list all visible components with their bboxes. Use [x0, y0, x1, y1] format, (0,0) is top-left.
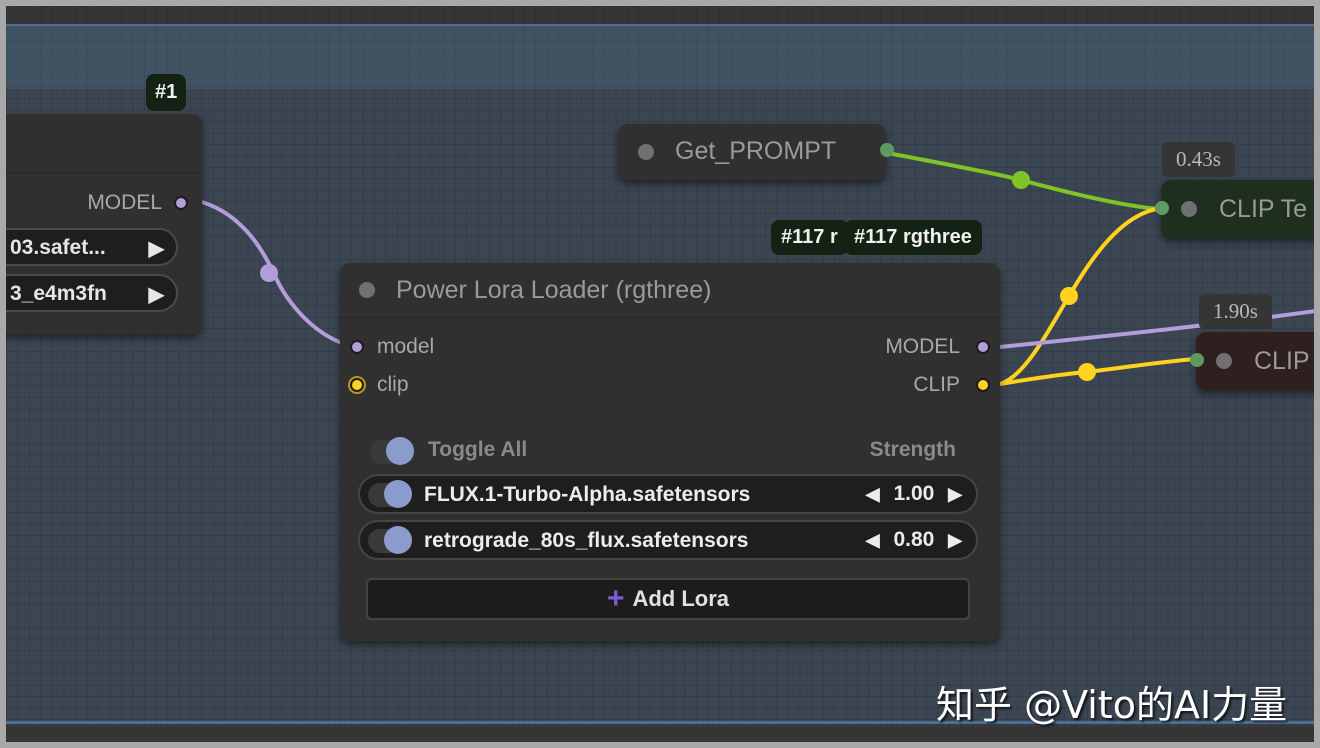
clip-text-encode-negative-node[interactable]: CLIP — [1190, 332, 1314, 390]
add-lora-label: Add Lora — [632, 586, 730, 611]
toggle-knob — [384, 480, 412, 508]
combo-next-arrow-icon[interactable]: ▶ — [148, 238, 164, 260]
lora-strength: ◀ 0.80 ▶ — [866, 528, 962, 552]
toggle-all-switch[interactable] — [370, 437, 414, 465]
toggle-all-label: Toggle All — [428, 438, 528, 461]
input-slot-clip[interactable] — [350, 378, 364, 392]
input-label-model: model — [377, 335, 435, 358]
execution-time-badge: 1.90s — [1199, 294, 1272, 329]
canvas-bottom-strip — [6, 727, 1314, 742]
node-id-badge-back: #117 r — [771, 220, 848, 255]
input-slot-model[interactable] — [350, 340, 364, 354]
toggle-knob — [384, 526, 412, 554]
node-title: Get_PROMPT — [675, 137, 837, 165]
output-slot-prompt[interactable] — [880, 143, 894, 157]
node-id-badge: #1 — [146, 74, 187, 111]
lora-row[interactable]: FLUX.1-Turbo-Alpha.safetensors ◀ 1.00 ▶ — [358, 474, 978, 514]
toggle-knob — [386, 437, 414, 465]
output-label-model: MODEL — [87, 191, 162, 214]
node-id-badge: #117 rgthree — [844, 220, 982, 255]
increase-strength-icon[interactable]: ▶ — [948, 530, 962, 550]
node-title-bar[interactable]: Power Lora Loader (rgthree) — [340, 263, 1000, 319]
model-name-combo[interactable]: 03.safet... ▶ — [6, 228, 178, 266]
watermark-text: 知乎 @Vito的AI力量 — [936, 683, 1288, 727]
lora-name[interactable]: retrograde_80s_flux.safetensors — [424, 529, 749, 552]
node-group-header[interactable] — [6, 26, 1314, 89]
weight-dtype-combo[interactable]: 3_e4m3fn ▶ — [6, 274, 178, 312]
add-lora-button[interactable]: + Add Lora — [366, 578, 970, 620]
lora-row[interactable]: retrograde_80s_flux.safetensors ◀ 0.80 ▶ — [358, 520, 978, 560]
node-title-bar[interactable] — [6, 114, 202, 174]
strength-value[interactable]: 1.00 — [893, 482, 935, 505]
output-slot-clip[interactable] — [976, 378, 990, 392]
node-collapse-dot[interactable] — [638, 144, 654, 160]
get-prompt-node[interactable]: Get_PROMPT — [618, 124, 894, 180]
lora-enable-toggle[interactable] — [368, 526, 412, 554]
lora-enable-toggle[interactable] — [368, 480, 412, 508]
node-title: CLIP Te — [1219, 195, 1308, 223]
plus-icon: + — [606, 582, 625, 615]
output-slot-model[interactable] — [174, 196, 188, 210]
input-slot-clip[interactable] — [1190, 353, 1204, 367]
strength-value[interactable]: 0.80 — [893, 528, 935, 551]
combo-next-arrow-icon[interactable]: ▶ — [148, 284, 164, 306]
node-title: CLIP — [1254, 347, 1310, 375]
input-label-clip: clip — [377, 373, 409, 396]
input-slot-clip[interactable] — [1155, 201, 1169, 215]
clip-text-encode-positive-node[interactable]: CLIP Te — [1155, 180, 1314, 238]
output-label-model: MODEL — [885, 335, 960, 358]
decrease-strength-icon[interactable]: ◀ — [865, 530, 880, 550]
node-collapse-dot[interactable] — [1216, 353, 1232, 369]
lora-strength: ◀ 1.00 ▶ — [866, 482, 962, 506]
decrease-strength-icon[interactable]: ◀ — [865, 484, 880, 504]
strength-header: Strength — [869, 438, 956, 461]
node-title: Power Lora Loader (rgthree) — [396, 276, 712, 304]
canvas-top-strip — [6, 6, 1314, 24]
power-lora-loader-node[interactable]: Power Lora Loader (rgthree) model clip M… — [340, 263, 1000, 641]
output-label-clip: CLIP — [913, 373, 960, 396]
increase-strength-icon[interactable]: ▶ — [948, 484, 962, 504]
model-loader-node[interactable]: MODEL 03.safet... ▶ 3_e4m3fn ▶ — [6, 114, 202, 334]
node-collapse-dot[interactable] — [1181, 201, 1197, 217]
output-slot-model[interactable] — [976, 340, 990, 354]
lora-name[interactable]: FLUX.1-Turbo-Alpha.safetensors — [424, 483, 751, 506]
graph-canvas[interactable]: #1 MODEL 03.safet... ▶ 3_e4m3fn ▶ Get_PR… — [6, 6, 1314, 742]
node-collapse-dot[interactable] — [359, 282, 375, 298]
execution-time-badge: 0.43s — [1162, 142, 1235, 177]
